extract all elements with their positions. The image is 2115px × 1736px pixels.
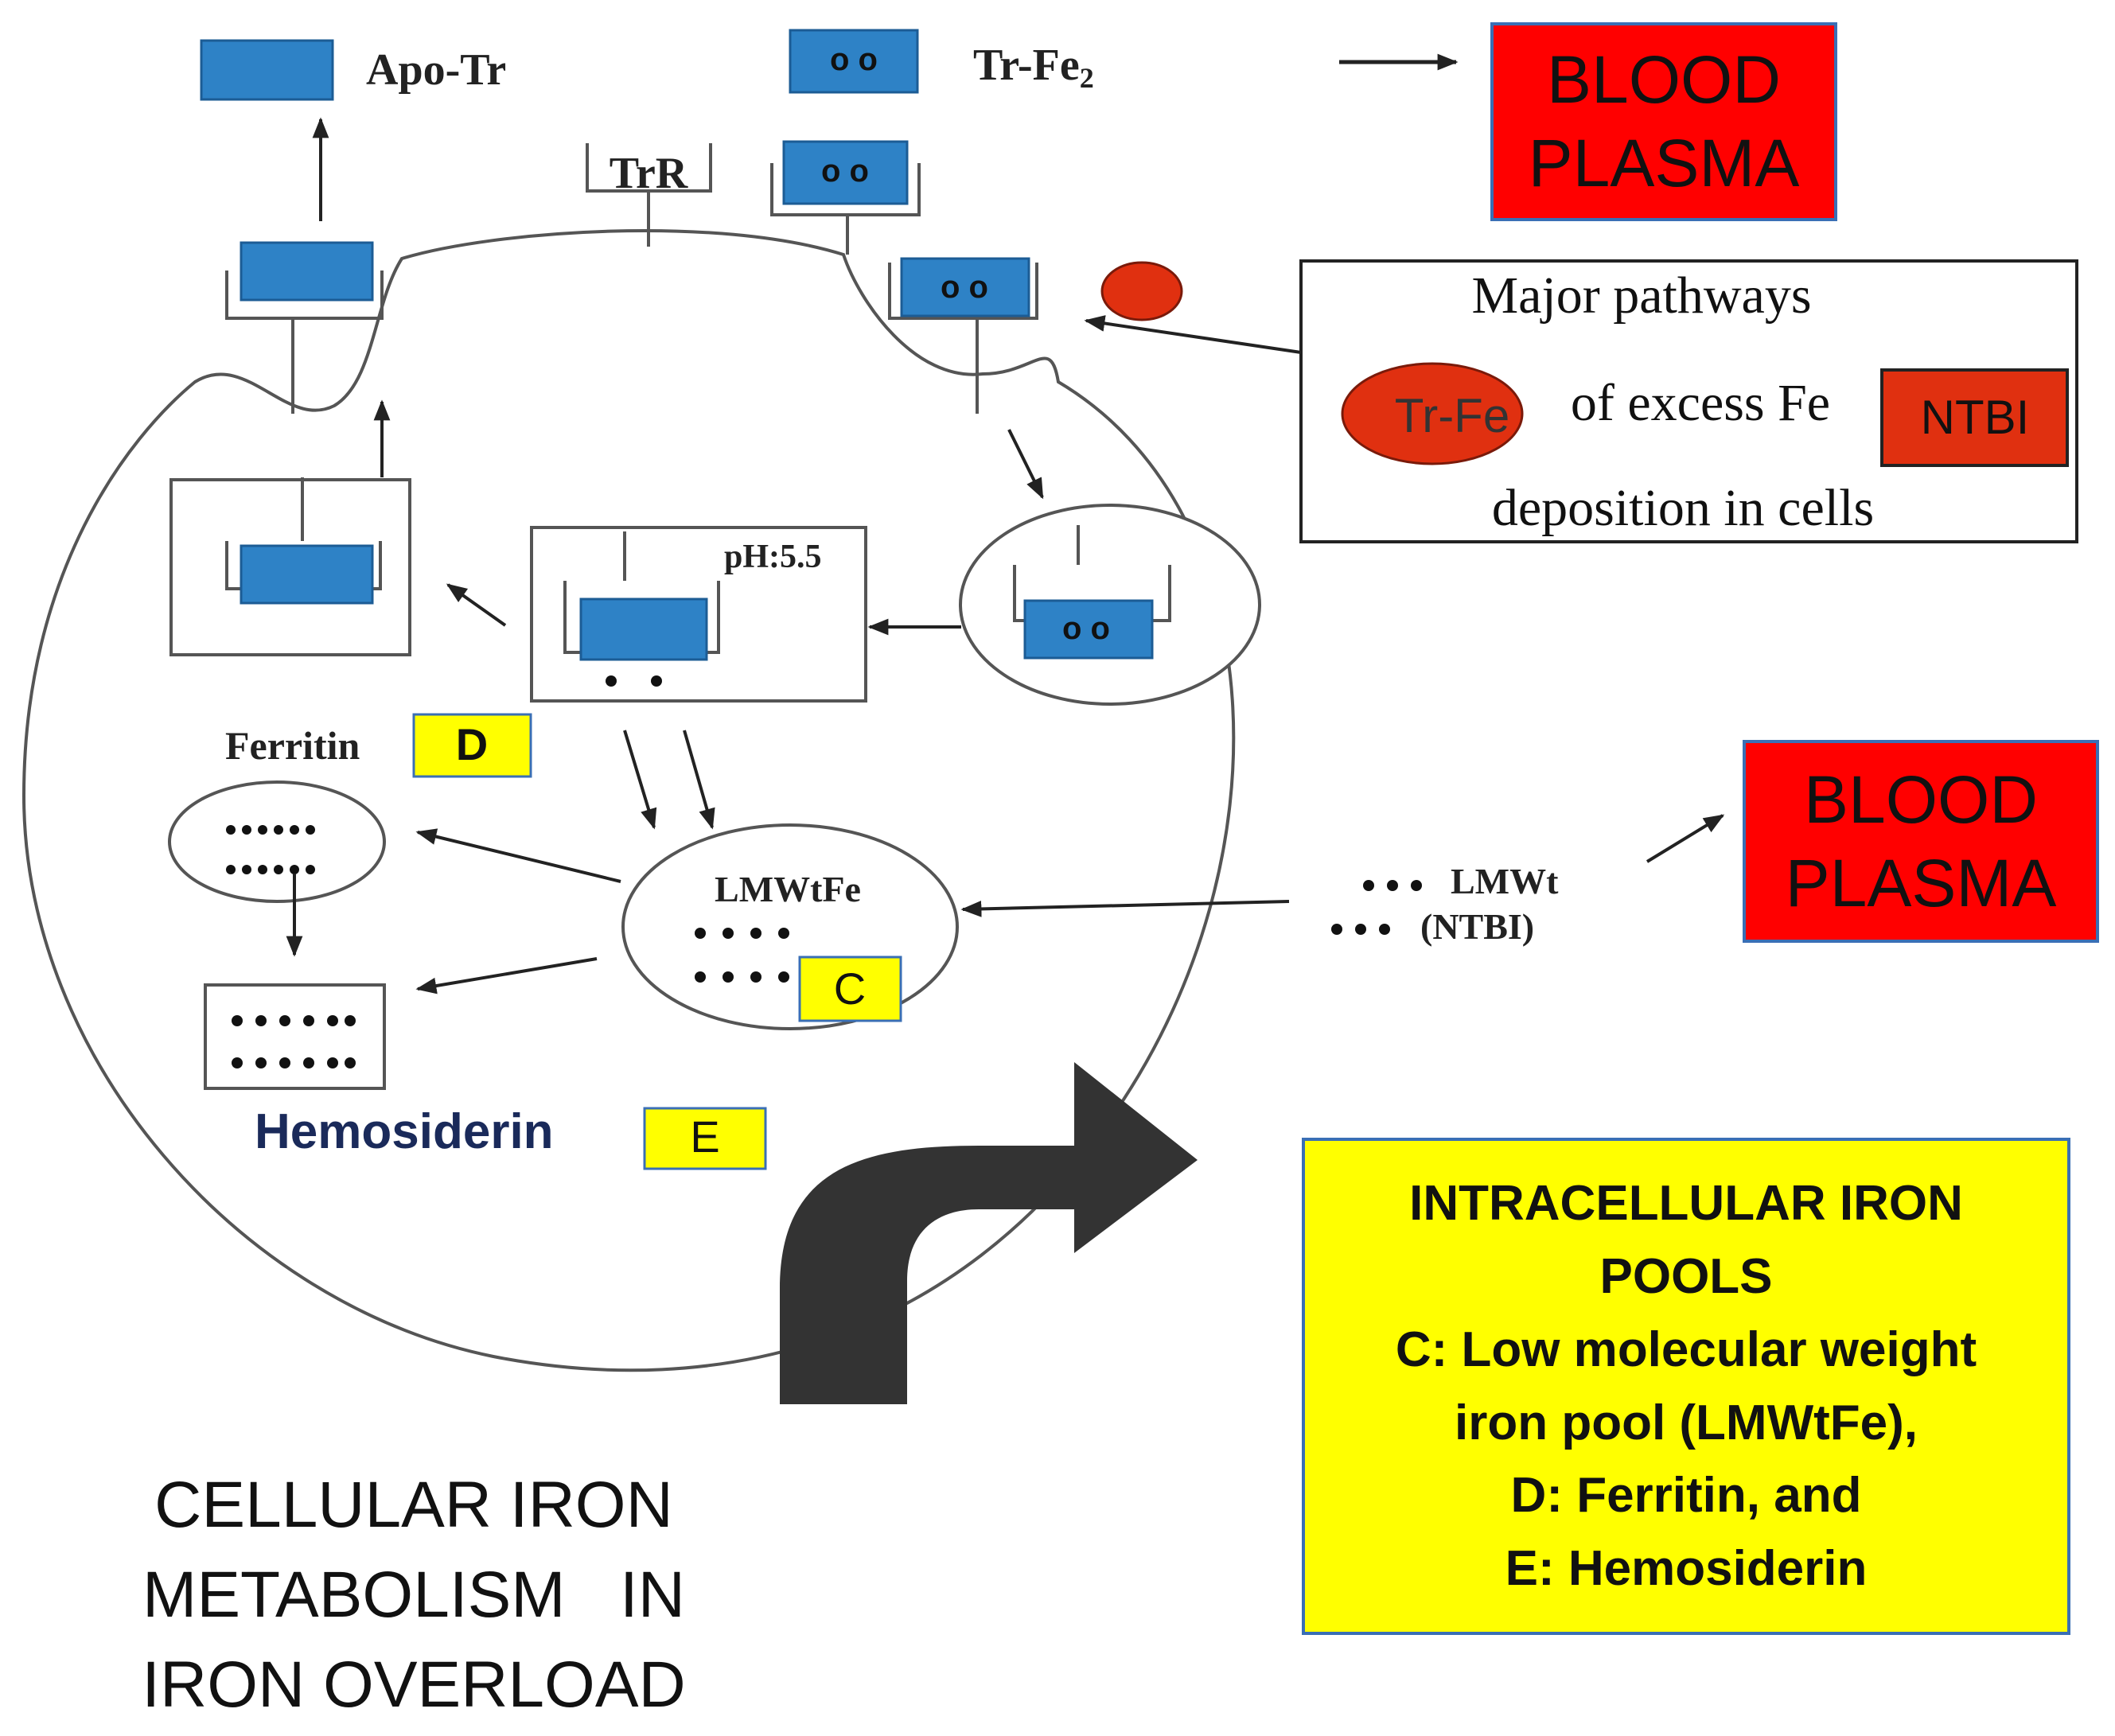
arrow-acidic-to-lmwtfe-1 [623, 730, 657, 830]
arrow-pathways-to-cell [1084, 315, 1302, 354]
ntbi-badge: NTBI [1921, 391, 2030, 444]
arrow-lmwtfe-to-hemosiderin [415, 957, 598, 995]
ntbi-badge-box [1880, 368, 2069, 467]
pools-line2: POOLS [1599, 1249, 1773, 1304]
right-pit-receptor [888, 263, 1038, 320]
arrow-lmwtfe-to-ferritin [415, 828, 621, 883]
trr-loaded-receptor [770, 163, 921, 216]
pools-line1: INTRACELLULAR IRON [1409, 1176, 1963, 1232]
pool-tag-d-box [412, 713, 532, 778]
pool-tag-c: C [834, 963, 866, 1014]
pool-tag-c-box [798, 956, 902, 1022]
arrow-to-plasma-mid [1646, 814, 1725, 863]
pool-tag-d: D [456, 719, 488, 769]
blood-plasma-mid-line1: BLOOD [1803, 761, 2039, 837]
tr-fe-badge-ellipse [1341, 362, 1524, 465]
tr-fe2-bound-protein [782, 140, 909, 205]
lmwt-ntbi-dots [1331, 880, 1422, 935]
blood-plasma-mid: BLOOD PLASMA [1743, 740, 2099, 943]
arrow-ntbi-into-cell [960, 900, 1290, 917]
intracellular-pools-box: INTRACELLULAR IRON POOLS C: Low molecula… [1302, 1138, 2070, 1635]
title-line3: IRON OVERLOAD [142, 1648, 686, 1722]
tr-fe-badge: Tr-Fe [1395, 389, 1509, 442]
pool-tag-e: E [690, 1111, 719, 1162]
pools-line4: iron pool (LMWtFe), [1455, 1395, 1918, 1450]
hemosiderin-pool [204, 983, 386, 1090]
hemosiderin-iron-dots [232, 1015, 356, 1068]
diagram-title: CELLULAR IRON METABOLISM IN IRON OVERLOA… [95, 1460, 732, 1730]
arrow-acidic-to-lmwtfe-2 [683, 730, 715, 830]
blood-plasma-top: BLOOD PLASMA [1490, 22, 1837, 221]
lmwtfe-iron-dots [695, 928, 789, 983]
apo-tr-label: Apo-Tr [366, 45, 506, 95]
svg-text:o o: o o [941, 270, 988, 305]
big-curved-arrow [780, 1062, 1198, 1404]
blood-plasma-mid-line2: PLASMA [1785, 845, 2057, 921]
left-pit-receptor [225, 271, 384, 320]
svg-text:o o: o o [821, 154, 869, 189]
ntbi-red-particle [1100, 261, 1183, 321]
tr-fe2-protein [789, 29, 919, 94]
lmwtfe-pool [621, 823, 959, 1030]
blood-plasma-top-line1: BLOOD [1546, 42, 1782, 117]
pathways-line3: deposition in cells [1492, 479, 1874, 537]
pathways-line2: of excess Fe [1571, 374, 1830, 432]
lmwt-label: LMWt [1451, 861, 1559, 901]
pathways-line1: Major pathways [1471, 267, 1811, 325]
title-line1: CELLULAR IRON [154, 1469, 673, 1541]
pool-tag-e-box [643, 1107, 767, 1170]
pools-line6: E: Hemosiderin [1505, 1541, 1868, 1596]
left-pit-apo-tr [240, 241, 374, 302]
acidic-apo-tr [579, 597, 708, 661]
ph-label: pH:5.5 [724, 539, 822, 575]
lmwtfe-label: LMWtFe [715, 869, 861, 909]
arrow-pit-to-endosome [1007, 429, 1044, 500]
blood-plasma-top-line2: PLASMA [1528, 126, 1800, 200]
right-pit-tr-fe2 [900, 257, 1030, 317]
endosome-tr-fe2 [1023, 599, 1154, 660]
svg-text:o o: o o [1062, 611, 1110, 646]
ntbi-paren-label: (NTBI) [1420, 906, 1534, 947]
hemosiderin-label: Hemosiderin [255, 1104, 554, 1159]
pools-line5: D: Ferritin, and [1510, 1468, 1862, 1524]
tr-fe2-label: Tr-Fe2 [973, 41, 1094, 94]
recycling-apo-tr [240, 544, 374, 605]
tr-fe2-dots: o o [830, 42, 878, 77]
trr-label: TrR [610, 149, 688, 198]
ferritin-iron-dots [226, 825, 315, 874]
title-line2: METABOLISM IN [142, 1559, 685, 1632]
ferritin-label: Ferritin [225, 723, 360, 768]
ferritin-pool [168, 780, 386, 903]
apo-tr-protein [200, 39, 334, 101]
pools-line3: C: Low molecular weight [1395, 1321, 1977, 1377]
arrow-acidic-to-recycling [446, 583, 507, 627]
